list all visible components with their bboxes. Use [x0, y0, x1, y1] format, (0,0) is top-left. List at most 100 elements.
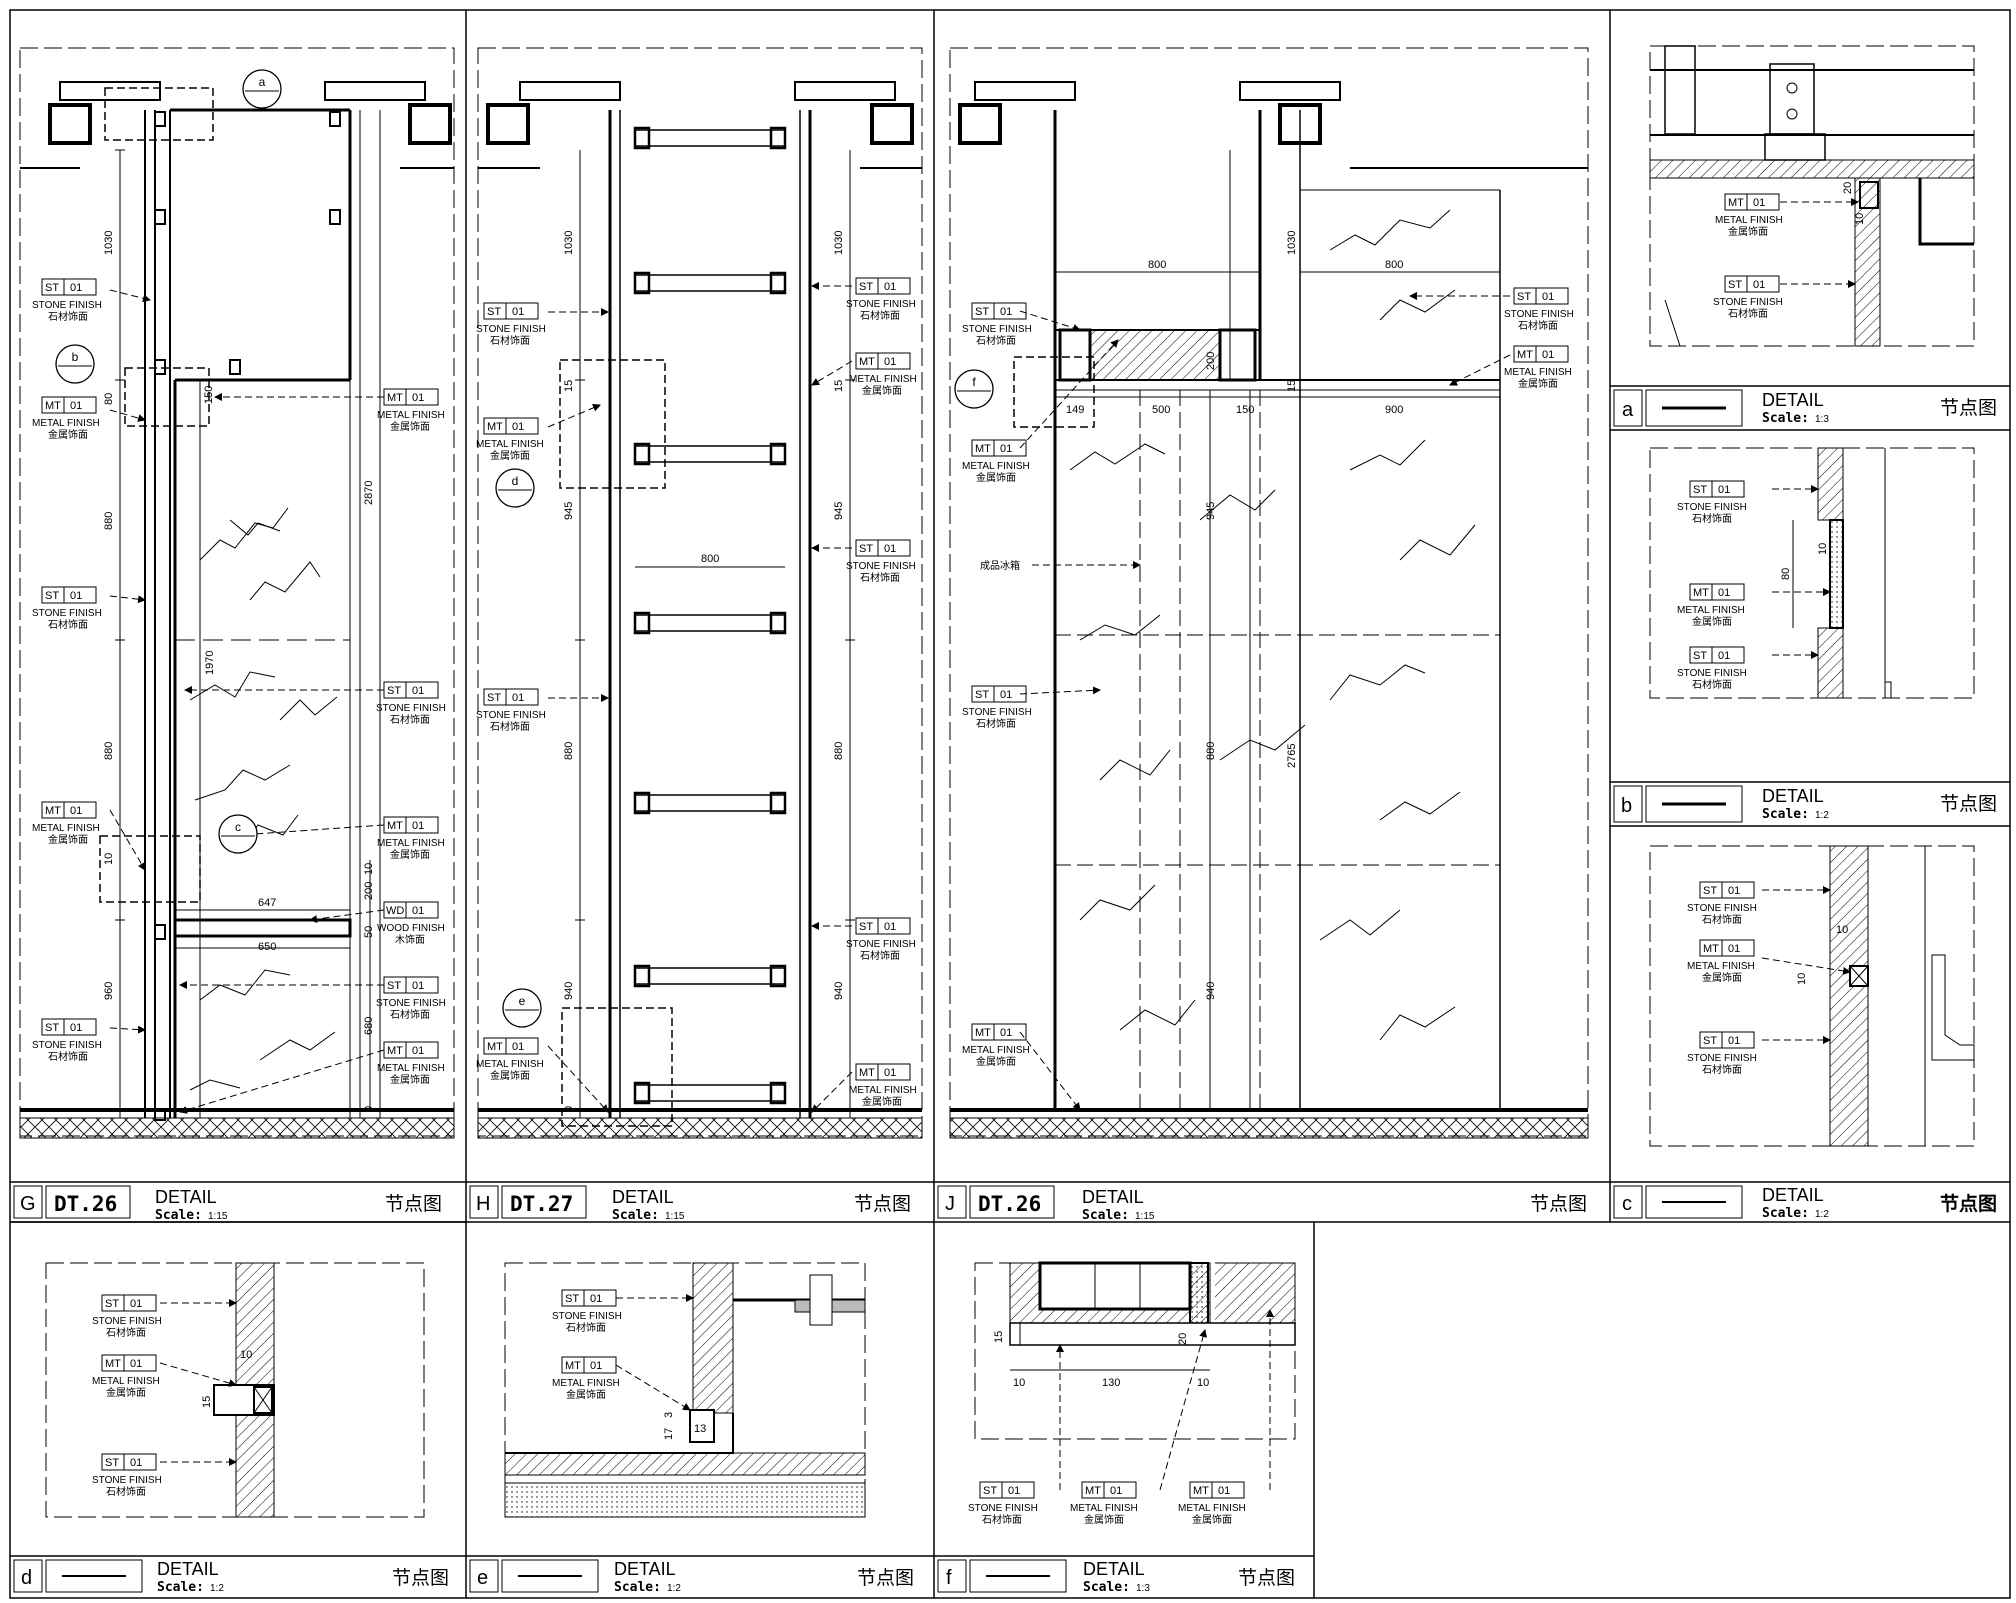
- h-rungs: [634, 129, 786, 1102]
- title-j-title: DETAIL: [1082, 1187, 1144, 1207]
- svg-text:金属饰面: 金属饰面: [1192, 1513, 1232, 1526]
- svg-text:01: 01: [1218, 1485, 1230, 1497]
- title-f-scale-label: Scale:: [1083, 1580, 1130, 1595]
- svg-text:ST: ST: [859, 543, 873, 555]
- svg-text:石材饰面: 石材饰面: [1728, 307, 1768, 320]
- title-d-scale-label: Scale:: [157, 1580, 204, 1595]
- bubble-b-letter: b: [72, 350, 79, 364]
- title-j-letter: J: [945, 1193, 955, 1215]
- dim-g-0: 0: [363, 1106, 375, 1112]
- dim-f-20: 20: [1177, 1333, 1189, 1345]
- title-block-c: c DETAIL Scale: 1:2 节点图: [1610, 1181, 2010, 1221]
- dim-j-1030: 1030: [1286, 231, 1298, 255]
- svg-text:01: 01: [130, 1457, 142, 1469]
- dim-h-15: 15: [563, 380, 575, 392]
- dim-h-880b: 880: [833, 742, 845, 760]
- title-h-scale-label: Scale:: [612, 1208, 659, 1223]
- dim-j-500: 500: [1152, 404, 1170, 416]
- dim-g-80: 80: [103, 393, 115, 405]
- svg-text:石材饰面: 石材饰面: [1692, 678, 1732, 691]
- svg-text:石材饰面: 石材饰面: [860, 571, 900, 584]
- dim-j-800b: 800: [1385, 259, 1403, 271]
- svg-text:01: 01: [70, 400, 82, 412]
- svg-text:STONE FINISH: STONE FINISH: [32, 608, 102, 619]
- svg-text:金属饰面: 金属饰面: [1702, 971, 1742, 984]
- title-block-d: d DETAIL Scale: 1:2 节点图: [10, 1555, 466, 1595]
- svg-text:STONE FINISH: STONE FINISH: [92, 1475, 162, 1486]
- title-b-scale-label: Scale:: [1762, 807, 1809, 822]
- title-block-b: b DETAIL Scale: 1:2 节点图: [1610, 781, 2010, 823]
- dim-j-800: 800: [1148, 259, 1166, 271]
- svg-text:METAL FINISH: METAL FINISH: [1715, 215, 1783, 226]
- svg-text:金属饰面: 金属饰面: [1084, 1513, 1124, 1526]
- bubble-d-letter: d: [512, 474, 519, 488]
- svg-text:MT: MT: [45, 805, 61, 817]
- title-a-scale-label: Scale:: [1762, 411, 1809, 426]
- bubble-b: [55, 344, 95, 384]
- svg-text:MT: MT: [45, 400, 61, 412]
- dim-g-2870: 2870: [363, 481, 375, 505]
- dim-h-940b: 940: [833, 982, 845, 1000]
- dim-h-880: 880: [563, 742, 575, 760]
- svg-text:ST: ST: [1693, 650, 1707, 662]
- svg-text:STONE FINISH: STONE FINISH: [1713, 297, 1783, 308]
- dim-f-10b: 10: [1197, 1377, 1209, 1389]
- svg-text:01: 01: [884, 543, 896, 555]
- svg-text:石材饰面: 石材饰面: [1702, 1063, 1742, 1076]
- title-e-cn: 节点图: [857, 1567, 914, 1589]
- title-j-ref: DT.26: [978, 1192, 1041, 1216]
- svg-text:ST: ST: [1728, 279, 1742, 291]
- svg-text:METAL FINISH: METAL FINISH: [1178, 1503, 1246, 1514]
- svg-text:石材饰面: 石材饰面: [490, 334, 530, 347]
- svg-text:MT: MT: [1693, 587, 1709, 599]
- title-b-cn: 节点图: [1940, 793, 1997, 815]
- svg-text:01: 01: [512, 306, 524, 318]
- note-j-appliance: 成品冰箱: [980, 559, 1020, 572]
- svg-text:01: 01: [1728, 1035, 1740, 1047]
- svg-text:METAL FINISH: METAL FINISH: [1677, 605, 1745, 616]
- svg-text:ST: ST: [975, 689, 989, 701]
- svg-text:01: 01: [1718, 587, 1730, 599]
- svg-text:01: 01: [1000, 443, 1012, 455]
- dim-f-15: 15: [993, 1331, 1005, 1343]
- svg-text:石材饰面: 石材饰面: [1518, 319, 1558, 332]
- dim-g-10b: 10: [363, 863, 375, 875]
- svg-text:MT: MT: [975, 1027, 991, 1039]
- svg-text:01: 01: [130, 1298, 142, 1310]
- title-e-letter: e: [477, 1567, 488, 1589]
- svg-text:01: 01: [412, 1045, 424, 1057]
- svg-text:ST: ST: [975, 306, 989, 318]
- svg-text:METAL FINISH: METAL FINISH: [962, 1045, 1030, 1056]
- svg-text:01: 01: [1542, 291, 1554, 303]
- svg-text:金属饰面: 金属饰面: [390, 420, 430, 433]
- svg-text:STONE FINISH: STONE FINISH: [846, 561, 916, 572]
- svg-text:01: 01: [70, 590, 82, 602]
- dim-h-1030: 1030: [563, 231, 575, 255]
- svg-text:STONE FINISH: STONE FINISH: [476, 324, 546, 335]
- title-a-cn: 节点图: [1940, 397, 1997, 419]
- title-f-title: DETAIL: [1083, 1559, 1145, 1579]
- svg-text:ST: ST: [1517, 291, 1531, 303]
- title-j-cn: 节点图: [1530, 1193, 1587, 1215]
- dim-e-3: 3: [663, 1412, 675, 1418]
- panel-g-elevation: 1030 80 880 880 10 960 1970 2870 10 200 …: [19, 47, 455, 1139]
- svg-text:STONE FINISH: STONE FINISH: [32, 300, 102, 311]
- svg-text:石材饰面: 石材饰面: [1702, 913, 1742, 926]
- dim-g-1970: 1970: [204, 651, 216, 675]
- bubble-f: [954, 369, 994, 409]
- svg-text:石材饰面: 石材饰面: [982, 1513, 1022, 1526]
- bubble-c: [218, 814, 258, 854]
